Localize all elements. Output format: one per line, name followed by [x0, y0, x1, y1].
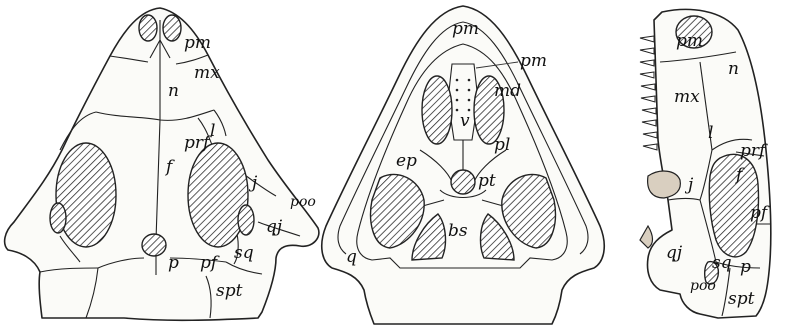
palatal-pineal	[451, 170, 475, 194]
lateral-teeth	[640, 36, 657, 150]
dorsal-nostril-right	[163, 15, 181, 41]
dorsal-label-p: p	[168, 253, 179, 273]
dorsal-view: pm mx n l prf f j poo qj sq p pf spt	[5, 8, 319, 320]
lateral-boss-lower	[640, 226, 653, 248]
palatal-label-pm-top: pm	[452, 19, 479, 39]
palatal-label-v: v	[460, 111, 470, 131]
dorsal-label-prf: prf	[184, 133, 212, 153]
palatal-view: pm pm md v pl ep pt bs q	[322, 6, 605, 324]
lateral-label-prf: prf	[740, 141, 768, 161]
lateral-label-poo: poo	[690, 278, 716, 294]
dorsal-label-spt: spt	[216, 281, 243, 301]
palatal-label-pm-inner: pm	[520, 51, 547, 71]
dorsal-temporal-right	[238, 205, 254, 235]
dorsal-label-poo: poo	[290, 194, 316, 210]
dorsal-pineal	[142, 234, 166, 256]
dorsal-skull-outline	[5, 8, 319, 320]
dorsal-label-sq: sq	[234, 243, 254, 263]
dorsal-orbit-right	[188, 143, 248, 247]
dorsal-label-mx: mx	[194, 63, 220, 83]
lateral-label-n: n	[728, 59, 739, 79]
palatal-label-ep: ep	[396, 151, 417, 171]
dorsal-label-pf: pf	[200, 253, 220, 273]
lateral-label-p: p	[740, 257, 751, 277]
lateral-label-pf: pf	[750, 203, 770, 223]
dorsal-label-qj: qj	[266, 217, 283, 237]
dorsal-label-l: l	[210, 121, 215, 141]
palatal-label-pl: pl	[494, 135, 510, 155]
palatal-label-bs: bs	[448, 221, 468, 241]
palatal-label-pt: pt	[478, 171, 496, 191]
lateral-label-l: l	[708, 123, 713, 143]
dorsal-temporal-left	[50, 203, 66, 233]
lateral-label-spt: spt	[728, 289, 755, 309]
palatal-label-md: md	[494, 81, 521, 101]
dorsal-label-pm: pm	[184, 33, 211, 53]
lateral-label-sq: sq	[712, 253, 732, 273]
dorsal-label-n: n	[168, 81, 179, 101]
dorsal-nostril-left	[139, 15, 157, 41]
palatal-label-q: q	[346, 247, 357, 267]
lateral-boss-upper	[648, 171, 681, 198]
lateral-view: pm n mx l prf f j pf qj sq p poo spt	[640, 9, 771, 318]
dorsal-orbit-left	[56, 143, 116, 247]
lateral-label-pm: pm	[676, 31, 703, 51]
lateral-label-qj: qj	[666, 243, 683, 263]
lateral-label-mx: mx	[674, 87, 700, 107]
palatal-choana-left	[422, 76, 452, 144]
